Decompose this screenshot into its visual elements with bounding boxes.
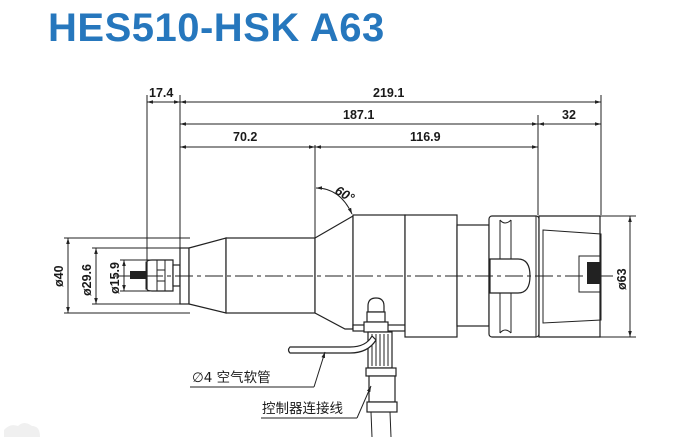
dimension-32: 32 xyxy=(538,108,601,126)
svg-text:控制器连接线: 控制器连接线 xyxy=(262,400,343,417)
svg-text:219.1: 219.1 xyxy=(373,86,404,100)
dimension-dia-63: ø63 xyxy=(600,215,636,338)
collet-tip xyxy=(130,259,181,292)
svg-text:∅4 空气软管: ∅4 空气软管 xyxy=(192,370,271,386)
svg-text:ø63: ø63 xyxy=(615,268,629,290)
svg-text:60°: 60° xyxy=(333,183,358,206)
svg-text:70.2: 70.2 xyxy=(233,130,257,144)
air-hose xyxy=(287,335,377,354)
dimension-187-1: 187.1 xyxy=(180,108,538,126)
svg-text:187.1: 187.1 xyxy=(343,108,374,122)
svg-text:116.9: 116.9 xyxy=(410,130,441,144)
watermark-cloud xyxy=(4,423,40,437)
cutter-shank xyxy=(130,271,148,279)
hsk-flange xyxy=(488,215,540,338)
svg-text:32: 32 xyxy=(562,108,576,122)
air-fitting xyxy=(363,297,398,437)
angled-cone xyxy=(314,214,354,330)
dimension-dia-29-6: ø29.6 xyxy=(80,248,98,304)
hsk-taper xyxy=(538,215,602,338)
product-title: HES510-HSK A63 xyxy=(48,6,385,50)
svg-text:ø29.6: ø29.6 xyxy=(80,264,94,296)
dimension-17-4: 17.4 xyxy=(147,86,180,104)
svg-text:17.4: 17.4 xyxy=(149,86,173,100)
neck-section xyxy=(456,224,490,327)
dimension-dia-40: ø40 xyxy=(52,238,70,313)
callout-controller-cable: 控制器连接线 xyxy=(261,385,372,419)
svg-text:ø15.9: ø15.9 xyxy=(108,262,122,294)
svg-text:ø40: ø40 xyxy=(52,265,66,287)
dimension-70-2: 70.2 xyxy=(180,130,315,149)
front-cone xyxy=(188,237,227,314)
coolant-connector xyxy=(587,262,601,284)
callout-air-hose: ∅4 空气软管 xyxy=(190,351,326,388)
spindle-cylinder xyxy=(225,237,316,314)
dimension-116-9: 116.9 xyxy=(315,130,538,149)
dimension-219-1: 219.1 xyxy=(180,86,601,104)
dimension-dia-15-9: ø15.9 xyxy=(108,260,126,294)
